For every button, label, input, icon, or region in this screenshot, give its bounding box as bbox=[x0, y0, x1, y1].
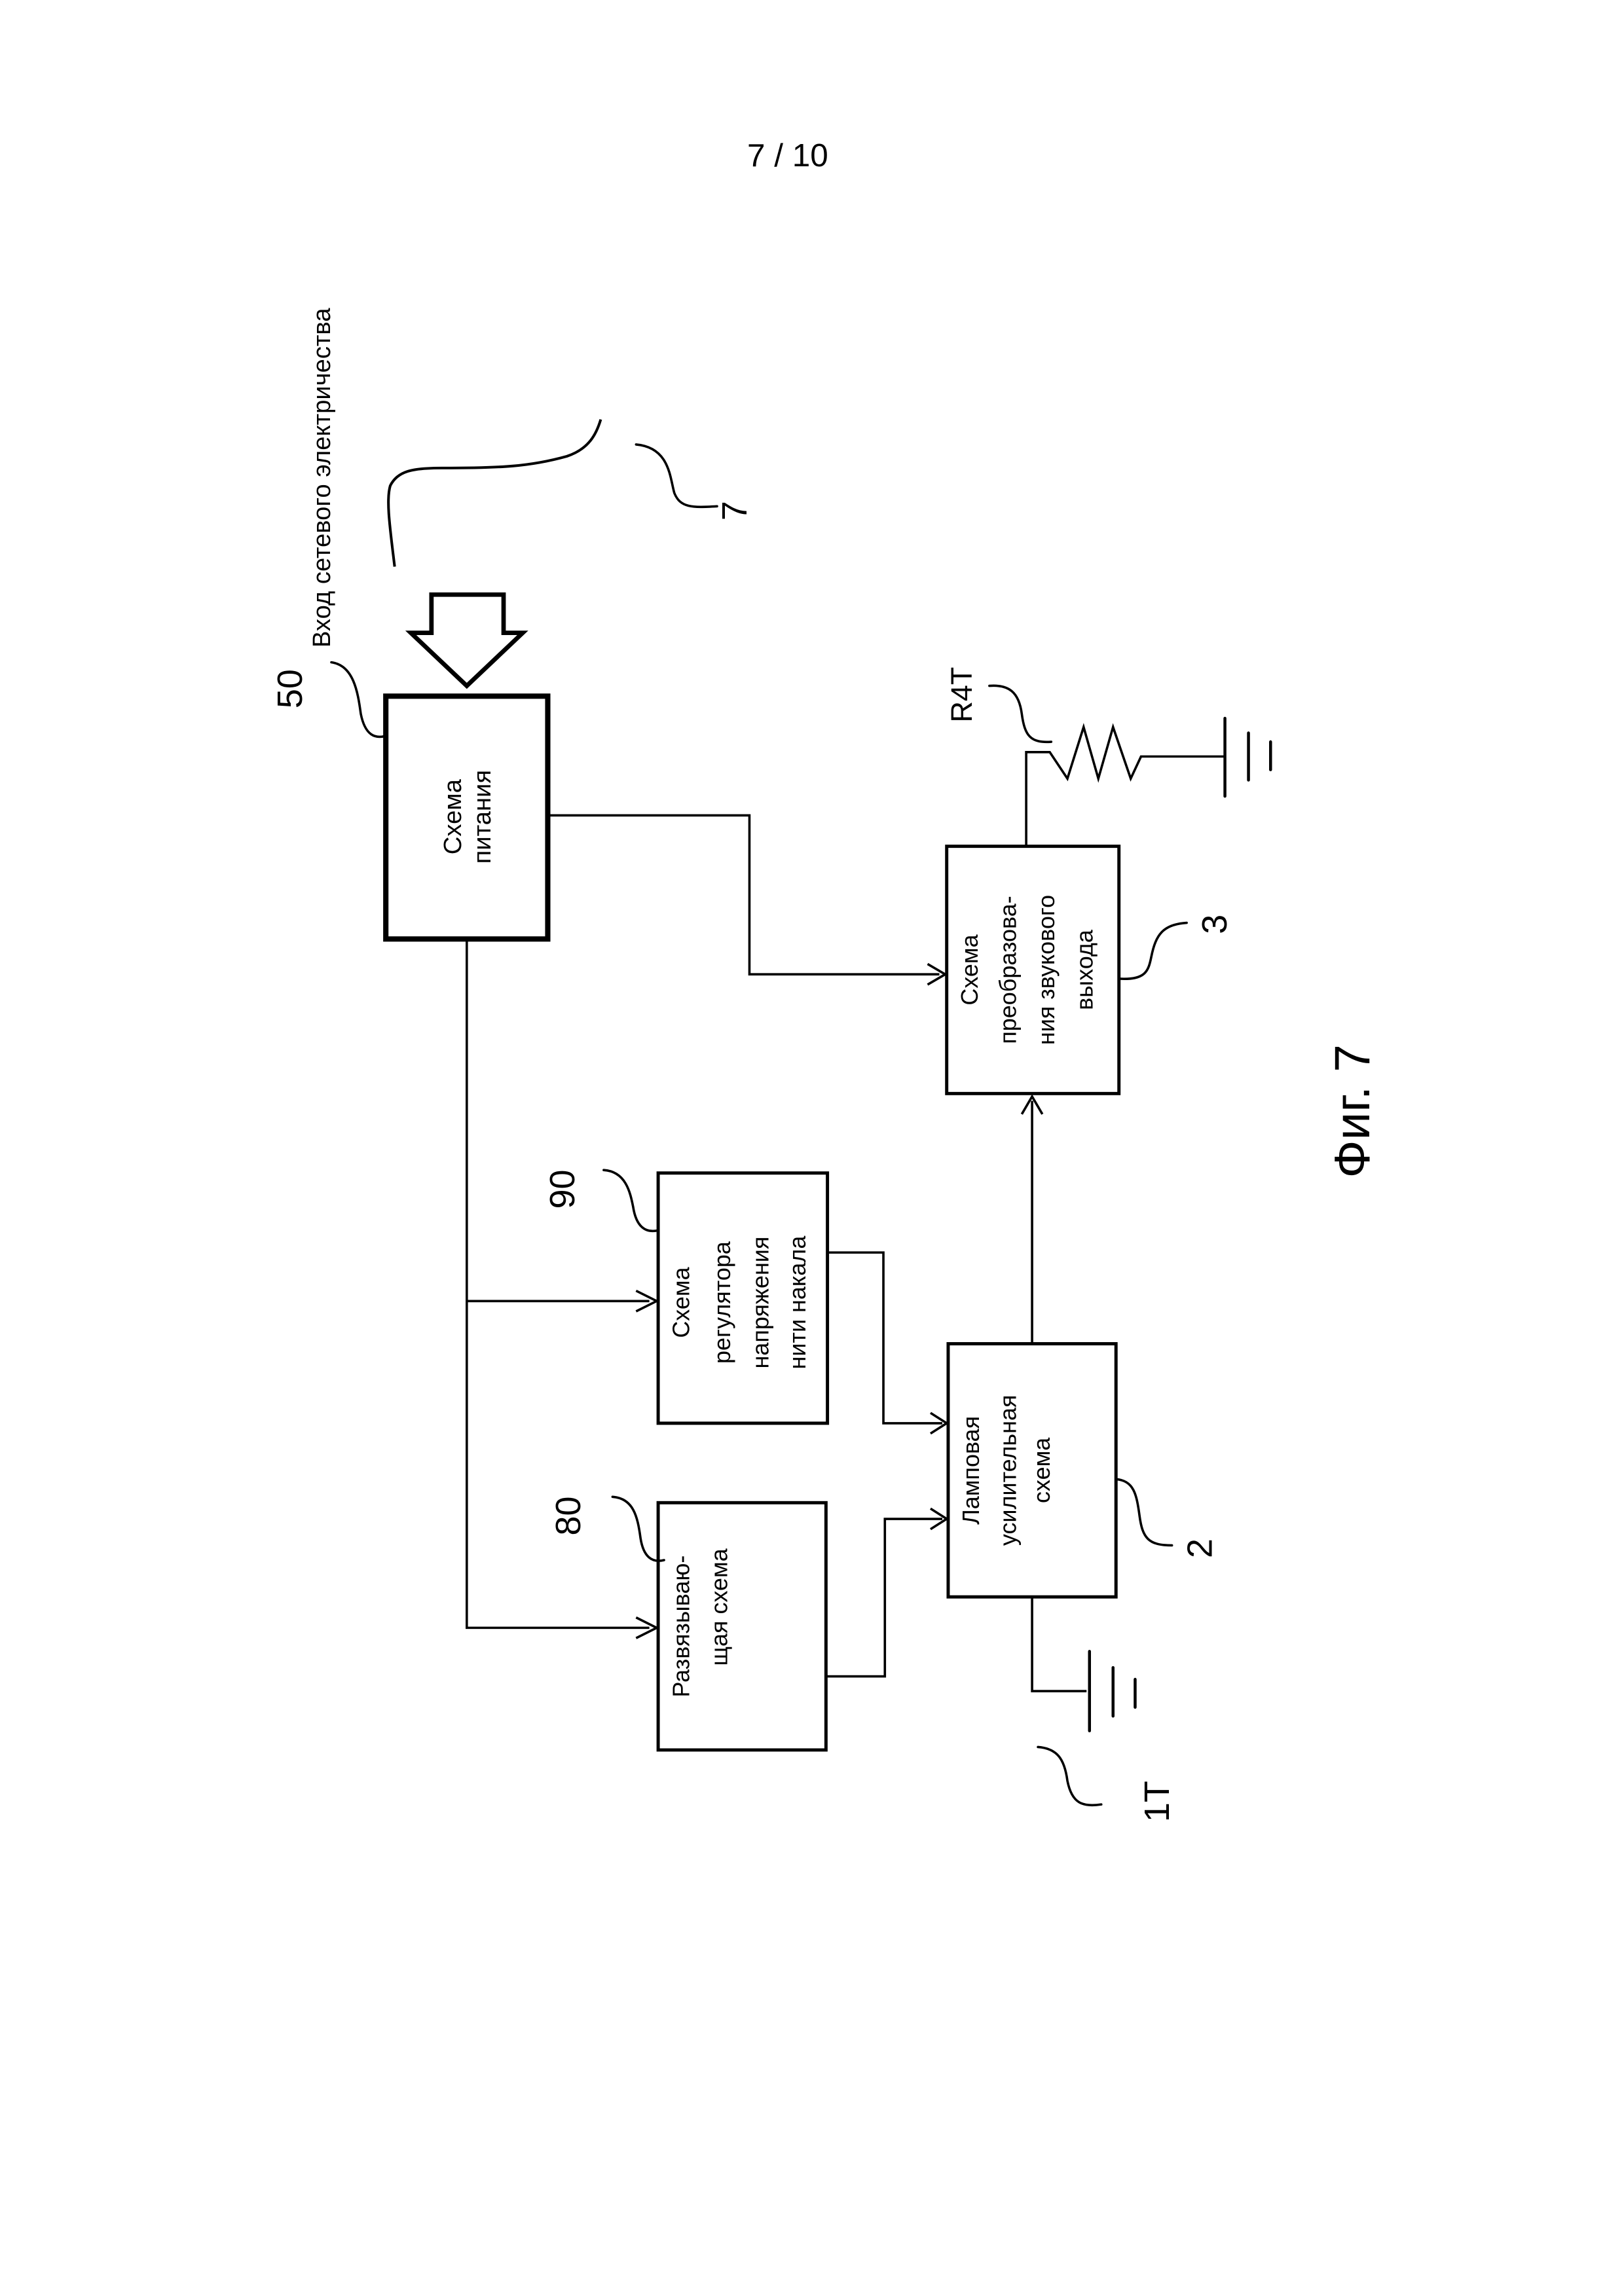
wire-filament-to-amp bbox=[827, 1251, 942, 1425]
filament-block-line-4: нити накала bbox=[784, 1236, 811, 1370]
leader-7 bbox=[635, 443, 718, 509]
wire-power-bus bbox=[466, 939, 650, 1630]
block-power-supply: Схема питания bbox=[383, 693, 551, 942]
filament-block-line-3: напряжения bbox=[747, 1237, 774, 1369]
leader-r4t bbox=[988, 684, 1053, 744]
block-audio-output-converter: Схема преобразова- ния звукового выхода bbox=[945, 845, 1121, 1095]
power-block-line-1: Схема bbox=[439, 778, 467, 854]
ref-label-r4t: R4T bbox=[945, 667, 978, 723]
page-number: 7 / 10 bbox=[747, 137, 828, 173]
ref-label-50: 50 bbox=[270, 669, 310, 708]
mains-input-label: Вход сетевого электричества bbox=[308, 308, 336, 648]
filament-block-line-1: Схема bbox=[667, 1267, 694, 1338]
resistor-wire bbox=[1025, 723, 1225, 847]
wire-decoupling-to-amp bbox=[826, 1518, 942, 1678]
decoupling-block-line-1: Развязываю- bbox=[667, 1556, 694, 1698]
leader-2 bbox=[1115, 1478, 1173, 1547]
leader-3 bbox=[1117, 921, 1188, 980]
output-block-line-4: выхода bbox=[1071, 930, 1098, 1010]
block-decoupling: Развязываю- щая схема bbox=[656, 1501, 828, 1752]
leader-50 bbox=[330, 661, 387, 738]
output-block-line-2: преобразова- bbox=[994, 896, 1021, 1044]
filament-block-line-2: регулятора bbox=[709, 1241, 735, 1364]
figure-caption: Фиг. 7 bbox=[1325, 1044, 1380, 1178]
input-arrow-icon bbox=[405, 592, 528, 689]
arrowhead-output-in bbox=[927, 962, 948, 986]
leader-80 bbox=[611, 1495, 665, 1562]
amp-block-line-2: усилительная bbox=[994, 1395, 1021, 1546]
ref-label-7: 7 bbox=[715, 501, 754, 520]
amp-block-line-3: схема bbox=[1028, 1438, 1055, 1503]
ref-label-80: 80 bbox=[549, 1497, 588, 1536]
sine-wave-icon bbox=[387, 419, 602, 567]
ref-label-90: 90 bbox=[543, 1169, 582, 1209]
arrowhead-output-in-2 bbox=[1020, 1094, 1044, 1115]
wire-power-to-output bbox=[547, 814, 940, 976]
output-block-line-1: Схема bbox=[956, 934, 983, 1005]
ref-label-1t: 1T bbox=[1137, 1781, 1177, 1822]
block-tube-amplifier: Ламповая усилительная схема bbox=[946, 1342, 1118, 1599]
power-block-line-2: питания bbox=[468, 770, 496, 864]
block-filament-regulator: Схема регулятора напряжения нити накала bbox=[656, 1171, 830, 1425]
leader-1t bbox=[1037, 1745, 1103, 1807]
leader-90 bbox=[602, 1169, 659, 1233]
ref-label-2: 2 bbox=[1180, 1539, 1219, 1558]
amp-block-line-1: Ламповая bbox=[957, 1416, 984, 1525]
wire-amp-ground bbox=[1031, 1597, 1087, 1692]
ref-label-3: 3 bbox=[1195, 915, 1234, 934]
decoupling-block-line-2: щая схема bbox=[706, 1548, 733, 1666]
output-block-line-3: ния звукового bbox=[1033, 895, 1060, 1045]
